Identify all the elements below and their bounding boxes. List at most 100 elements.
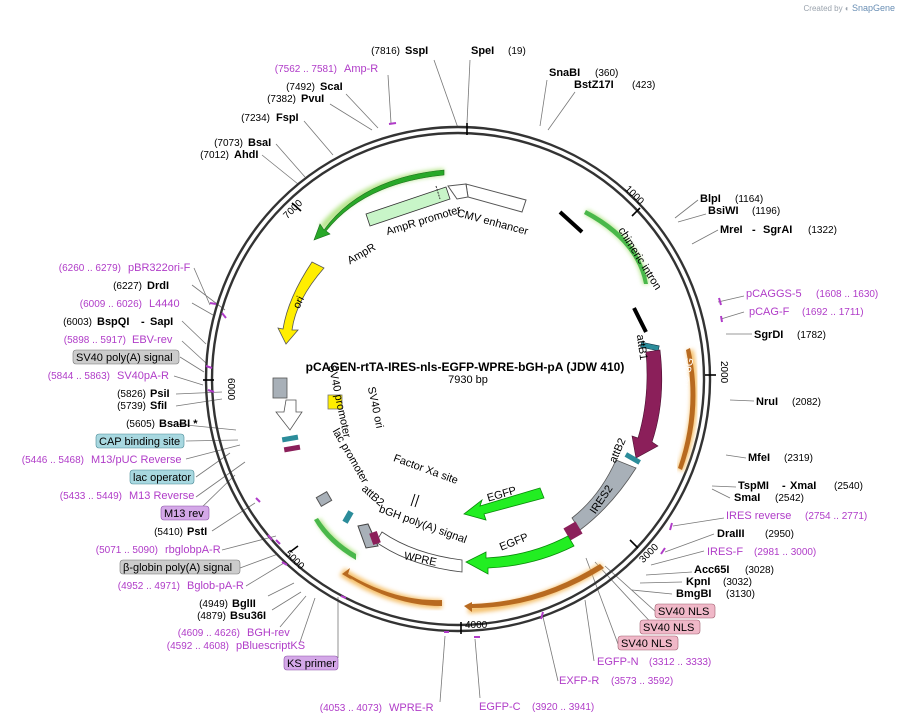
primer-bgh-rev[interactable]: BGH-rev <box>247 627 290 639</box>
egfp-1-arrow[interactable] <box>463 487 545 521</box>
site-smai[interactable]: SmaI <box>734 492 760 504</box>
primer-range-egfp-c: (3920 .. 3941) <box>532 702 594 713</box>
primer-pcag-f[interactable]: pCAG-F <box>749 306 790 318</box>
attb1-box[interactable] <box>640 341 660 352</box>
site-pvui[interactable]: PvuI <box>301 93 324 105</box>
tick-marks <box>203 123 716 634</box>
boxed-sv40-nls-1[interactable]: SV40 NLS <box>658 606 709 618</box>
boxed-sv40-nls-2[interactable]: SV40 NLS <box>643 622 694 634</box>
site-bstz17i[interactable]: BstZ17I <box>574 79 614 91</box>
cds-bottom-arrow[interactable] <box>342 568 442 606</box>
cds-bottom2-arrow[interactable] <box>464 564 604 612</box>
primer-egfp-n[interactable]: EGFP-N <box>597 656 639 668</box>
cap-site-mark[interactable] <box>281 434 299 443</box>
primer-m13-puc-reverse[interactable]: M13/pUC Reverse <box>91 454 181 466</box>
site-sfii[interactable]: SfiI <box>150 400 167 412</box>
primer-range-bgh-rev: (4609 .. 4626) <box>178 628 240 639</box>
primer-amp-r[interactable]: Amp-R <box>344 63 378 75</box>
bgh-purple[interactable] <box>369 530 381 546</box>
primer-pbr322ori-f[interactable]: pBR322ori-F <box>128 262 191 274</box>
site-sapi[interactable]: SapI <box>150 316 173 328</box>
site-snabi[interactable]: SnaBI <box>549 67 580 79</box>
site-psii[interactable]: PsiI <box>150 388 170 400</box>
site-bspqi[interactable]: BspQI <box>97 316 129 328</box>
primer-range-pcag-f: (1692 .. 1711) <box>802 307 864 318</box>
attb2-box-left[interactable] <box>342 510 354 524</box>
wpre-arrow[interactable] <box>375 531 463 573</box>
primer-range-wpre-r: (4053 .. 4073) <box>320 703 382 714</box>
boxed-sv40-nls-3[interactable]: SV40 NLS <box>621 638 672 650</box>
site-bmgbi[interactable]: BmgBI <box>676 588 711 600</box>
sv40-promoter-box[interactable] <box>272 377 288 399</box>
site-xmai[interactable]: XmaI <box>790 480 816 492</box>
boxed-cap-binding-site[interactable]: CAP binding site <box>99 436 180 448</box>
site-bsabi[interactable]: BsaBI * <box>159 418 198 430</box>
boxed-sv40-polya[interactable]: SV40 poly(A) signal <box>76 352 173 364</box>
site-mfei[interactable]: MfeI <box>748 452 770 464</box>
site-sspi[interactable]: SspI <box>405 45 428 57</box>
chimeric-intron-arrow[interactable] <box>584 210 648 284</box>
site-nrui[interactable]: NruI <box>756 396 778 408</box>
site-pos-xmai: (2540) <box>834 481 863 492</box>
primer-range-l4440: (6009 .. 6026) <box>80 299 142 310</box>
primer-wpre-r[interactable]: WPRE-R <box>389 702 434 714</box>
boxed-beta-globin-polya[interactable]: β-globin poly(A) signal <box>123 562 232 574</box>
primer-bglob-pa-r[interactable]: Bglob-pA-R <box>187 580 244 592</box>
ampr-arrow[interactable] <box>313 169 445 241</box>
site-bsai[interactable]: BsaI <box>248 137 271 149</box>
site-acc65i[interactable]: Acc65I <box>694 564 729 576</box>
backbone <box>204 125 712 633</box>
lac-operator-mark[interactable] <box>283 444 301 453</box>
ampr-promoter-arrow[interactable] <box>365 186 451 227</box>
tet-on-3g-arrow[interactable] <box>631 349 663 459</box>
lac-promoter-box[interactable] <box>315 490 333 508</box>
site-bsiwi[interactable]: BsiWI <box>708 205 739 217</box>
cmv-enhancer-head[interactable] <box>447 183 469 200</box>
primer-sv40pa-r[interactable]: SV40pA-R <box>117 370 169 382</box>
feature-label-cmv-enhancer: CMV enhancer <box>455 207 529 238</box>
site-kpni[interactable]: KpnI <box>686 576 710 588</box>
site-tspmi[interactable]: TspMI <box>738 480 769 492</box>
boxed-ks-primer[interactable]: KS primer <box>287 658 336 670</box>
primer-rbglobpa-r[interactable]: rbglobpA-R <box>165 544 221 556</box>
cds-right-arrow[interactable] <box>678 348 696 470</box>
site-spei[interactable]: SpeI <box>471 45 494 57</box>
site-drdi[interactable]: DrdI <box>147 280 169 292</box>
site-ahdi[interactable]: AhdI <box>234 149 258 161</box>
primer-ires-reverse[interactable]: IRES reverse <box>726 510 791 522</box>
site-mrei[interactable]: MreI <box>720 224 743 236</box>
primer-m13-reverse[interactable]: M13 Reverse <box>129 490 194 502</box>
site-bsu36i[interactable]: Bsu36I <box>230 610 266 622</box>
egfp-2-arrow[interactable] <box>465 535 575 575</box>
primer-egfp-c[interactable]: EGFP-C <box>479 701 521 713</box>
primer-l4440[interactable]: L4440 <box>149 298 180 310</box>
site-sgrdi[interactable]: SgrDI <box>754 329 783 341</box>
primer-pbluescriptks[interactable]: pBluescriptKS <box>236 640 305 652</box>
site-blpi[interactable]: BlpI <box>700 193 721 205</box>
boxed-lac-operator[interactable]: lac operator <box>133 472 191 484</box>
sv40-ori-box[interactable] <box>327 394 343 410</box>
site-psti[interactable]: PstI <box>187 526 207 538</box>
credit-brand: SnapGene <box>851 3 895 13</box>
cmv-enhancer-arrow[interactable] <box>465 183 527 213</box>
primer-range-rbglobpa-r: (5071 .. 5090) <box>96 545 158 556</box>
sv40-promoter-arrow[interactable] <box>275 399 303 431</box>
site-draiii[interactable]: DraIII <box>717 528 745 540</box>
lower-left-arrow[interactable] <box>314 518 356 560</box>
ori-arrow[interactable] <box>277 261 325 345</box>
primer-range-amp-r: (7562 .. 7581) <box>275 64 337 75</box>
site-scai[interactable]: ScaI <box>320 81 343 93</box>
primer-ebv-rev[interactable]: EBV-rev <box>132 334 173 346</box>
site-fspi[interactable]: FspI <box>276 112 299 124</box>
primer-range-ires-f: (2981 .. 3000) <box>754 547 816 558</box>
primer-exfp-r[interactable]: EXFP-R <box>559 675 599 687</box>
attb2-box-right[interactable] <box>624 452 641 465</box>
site-pos-scai: (7492) <box>286 82 315 93</box>
boxed-m13-rev[interactable]: M13 rev <box>164 508 204 520</box>
primer-ires-f[interactable]: IRES-F <box>707 546 743 558</box>
site-sgrai[interactable]: SgrAI <box>763 224 792 236</box>
snapgene-logo-icon: ◐ <box>844 4 850 13</box>
site-bglii[interactable]: BglII <box>232 598 256 610</box>
primer-pcaggs-5[interactable]: pCAGGS-5 <box>746 288 802 300</box>
